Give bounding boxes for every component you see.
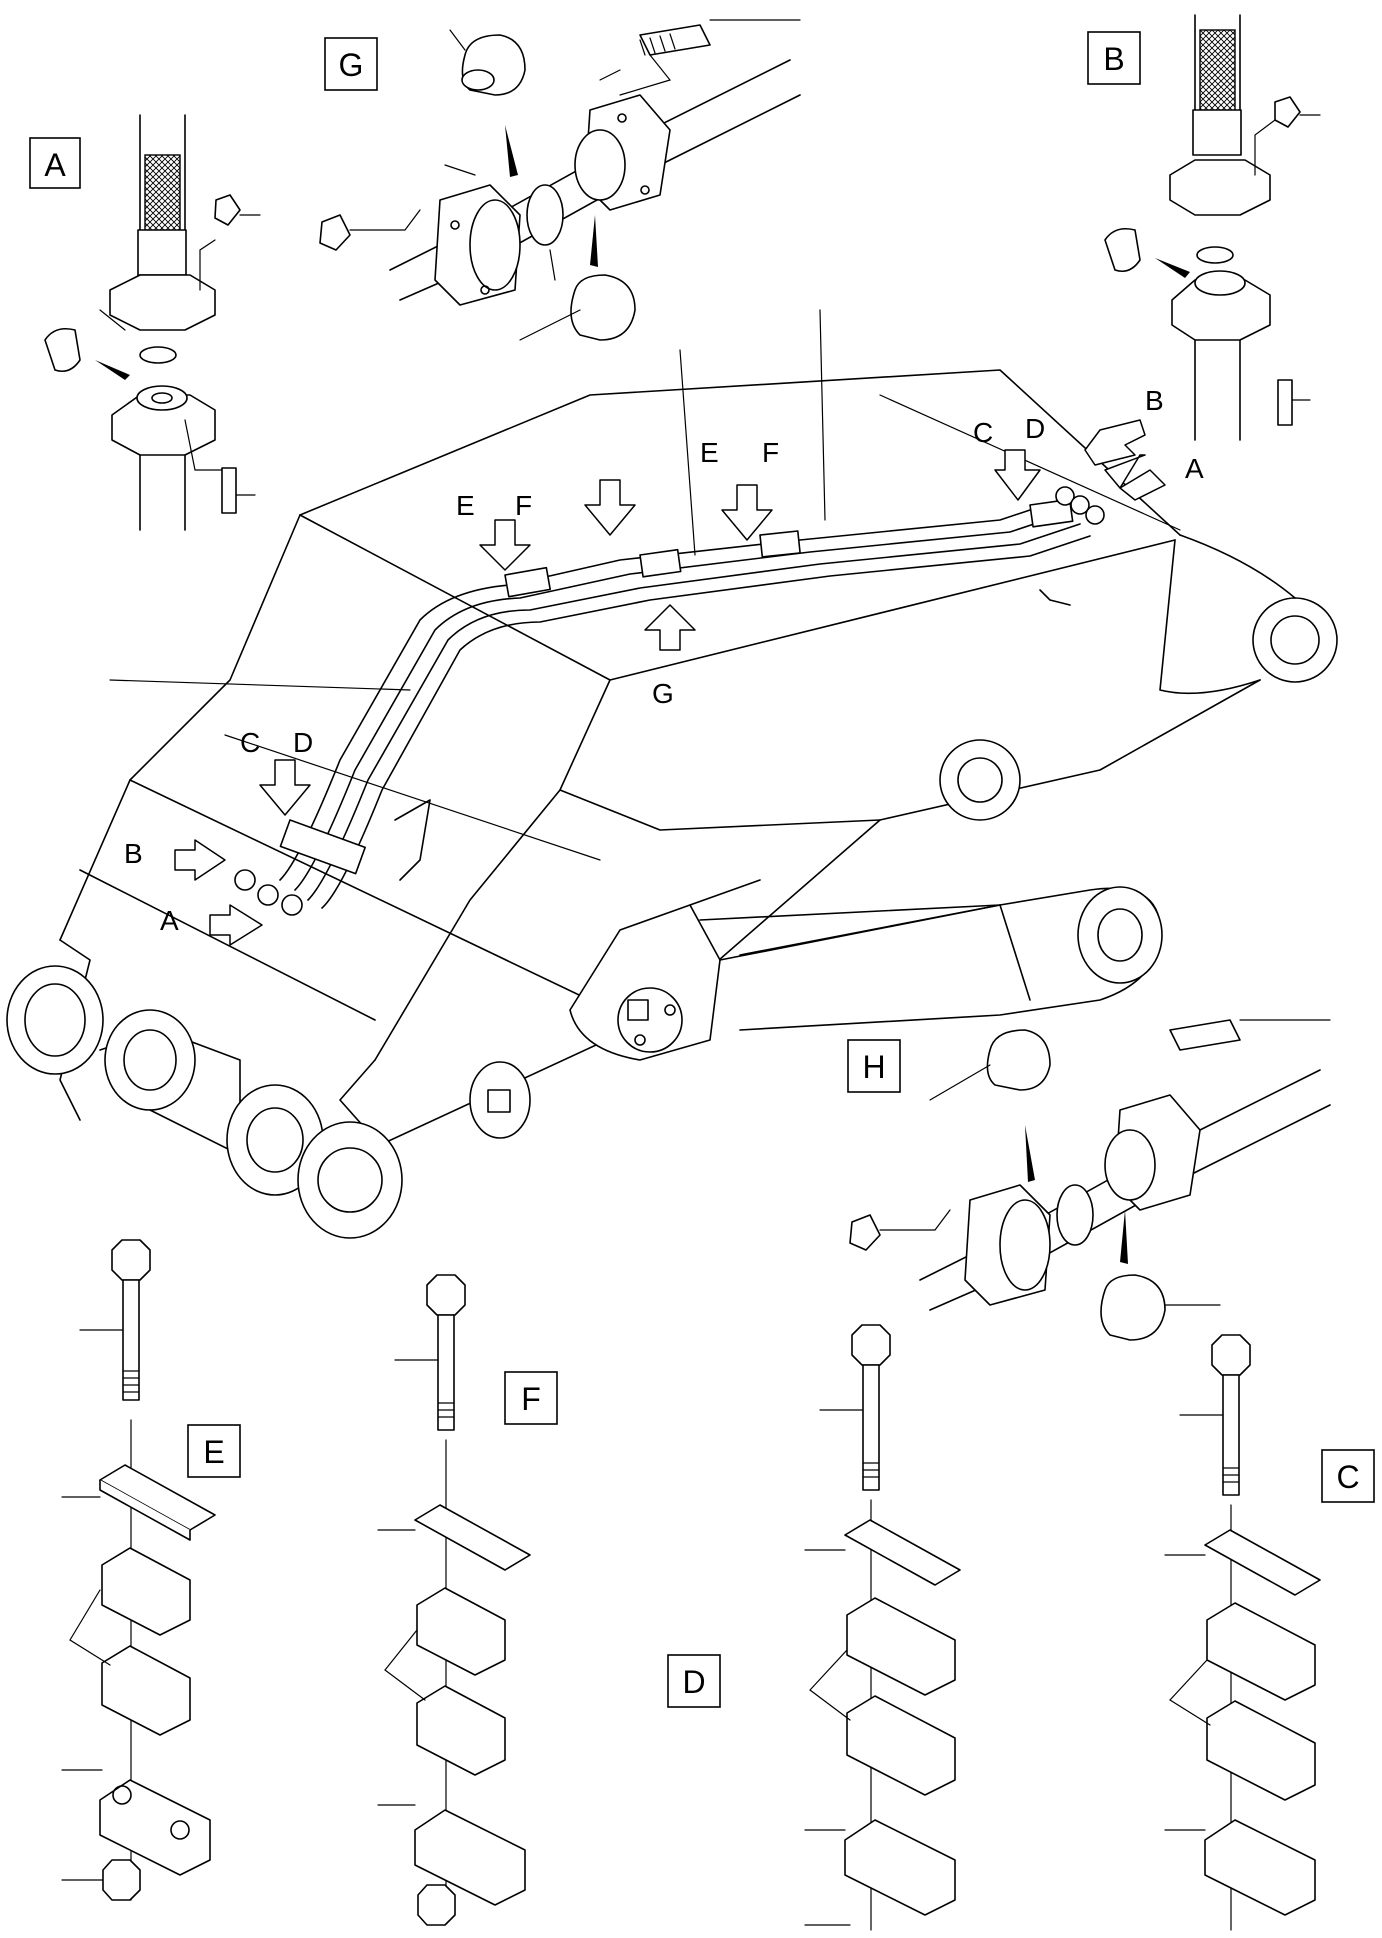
detail-box-G	[324, 37, 378, 91]
detail-box-G-label: G	[339, 47, 364, 83]
detail-box-E-label: E	[203, 1434, 224, 1470]
arrow-base-B	[174, 839, 226, 881]
arrow-tip-CD	[994, 449, 1041, 501]
detail-box-H	[847, 1039, 901, 1093]
detail-box-A-label: A	[44, 147, 66, 183]
pointer-arrows	[174, 419, 1166, 946]
arrow-tip-EF	[721, 484, 773, 541]
hydraulic-pipe-run	[234, 486, 1105, 916]
pointer-label-base-C: C	[240, 727, 260, 758]
detail-box-F	[504, 1371, 558, 1425]
arrow-tip-A	[1104, 454, 1166, 501]
clamp-stack-D	[804, 1324, 961, 1931]
detail-box-D-label: D	[682, 1664, 705, 1700]
detail-box-D	[667, 1654, 721, 1708]
pointer-label-base-D: D	[293, 727, 313, 758]
detail-G-flange-pair	[319, 19, 801, 341]
pointer-label-base-B: B	[124, 838, 143, 869]
pointer-label-tip-C: C	[973, 417, 993, 448]
pointer-label-tip-F2: F	[762, 437, 779, 468]
pointer-label-base-A: A	[160, 905, 179, 936]
pointer-label-tip-F1: F	[515, 490, 532, 521]
arrow-mid	[584, 479, 636, 536]
detail-box-H-label: H	[862, 1049, 885, 1085]
clamp-stack-C	[1164, 1334, 1321, 1931]
detail-box-A	[29, 137, 81, 189]
detail-A-flange-hose	[44, 114, 261, 531]
detail-box-C-label: C	[1336, 1459, 1359, 1495]
pointer-label-tip-B: B	[1145, 385, 1164, 416]
detail-box-E	[187, 1424, 241, 1478]
clamp-stack-F	[377, 1274, 531, 1926]
pointer-label-tip-A: A	[1185, 453, 1204, 484]
clamp-stack-E	[61, 1239, 216, 1901]
pointer-label-tip-E2: E	[700, 437, 719, 468]
detail-box-B-label: B	[1103, 41, 1124, 77]
detail-B-flange-hose	[1104, 14, 1321, 441]
pointer-label-tip-E1: E	[456, 490, 475, 521]
detail-box-C	[1321, 1449, 1375, 1503]
arrow-G-up	[644, 604, 696, 651]
detail-box-B	[1087, 31, 1141, 85]
detail-box-F-label: F	[521, 1381, 541, 1417]
pointer-label-mid-G: G	[652, 678, 674, 709]
arrow-base-CD	[259, 759, 311, 816]
arrow-near-EF	[479, 519, 531, 571]
leader-lines	[109, 309, 1181, 861]
detail-H-flange-pair	[849, 1019, 1331, 1341]
arrow-base-A	[209, 904, 263, 946]
boom-assembly	[6, 369, 1338, 1239]
arrow-tip-B	[1084, 419, 1146, 466]
pointer-label-tip-D: D	[1025, 413, 1045, 444]
